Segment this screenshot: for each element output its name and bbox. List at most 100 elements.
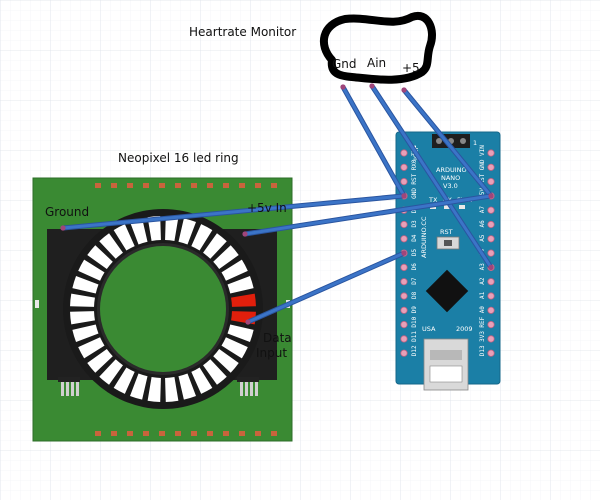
board-pads-bottom — [95, 431, 277, 436]
edge-pad — [207, 431, 213, 436]
nano-pin-right[interactable] — [487, 235, 495, 243]
nano-pin-left[interactable] — [400, 320, 408, 329]
edge-pad — [271, 183, 277, 188]
board-pads-top — [95, 183, 277, 188]
nano-pin-left[interactable] — [400, 235, 408, 243]
edge-pad — [223, 431, 229, 436]
usb-connector[interactable] — [423, 338, 469, 391]
nano-pin-label-right: A2 — [479, 277, 486, 285]
edge-pad — [191, 183, 197, 188]
nano-pin-right[interactable] — [487, 206, 495, 214]
nano-pin-left[interactable] — [400, 163, 408, 171]
nano-pin-right[interactable] — [487, 349, 495, 357]
nano-pin-right[interactable] — [487, 149, 495, 157]
nano-pin-right[interactable] — [487, 278, 495, 286]
tx-label: TX — [428, 196, 438, 204]
nano-pin-left[interactable] — [400, 220, 408, 229]
data-label-line2: Input — [256, 346, 287, 360]
nano-pins-right — [487, 149, 495, 357]
connector-base — [58, 377, 80, 382]
nano-pin-right[interactable] — [487, 220, 495, 229]
wire-end — [60, 225, 66, 231]
edge-pad — [175, 431, 181, 436]
connector-base — [237, 377, 259, 382]
neopixel-board — [32, 177, 293, 442]
led-segment — [191, 224, 213, 251]
icsp-pin — [460, 138, 466, 144]
pin1-marker: 1 — [473, 139, 477, 147]
nano-pin-label-right: 3V3 — [479, 331, 486, 342]
led-segment — [99, 233, 123, 259]
connector-leg — [240, 380, 243, 396]
nano-pin-right[interactable] — [487, 292, 495, 300]
arduino-name-3: V3.0 — [443, 182, 458, 190]
wire-end — [245, 319, 251, 325]
ring-center — [100, 246, 226, 372]
led-segment — [147, 216, 161, 241]
edge-pad — [159, 183, 165, 188]
nano-pin-left[interactable] — [400, 292, 408, 300]
nano-pin-label-left: D3 — [411, 220, 418, 228]
nano-pin-left[interactable] — [400, 349, 408, 357]
connector-leg — [245, 380, 248, 396]
nano-pin-label-left: D10 — [411, 316, 418, 327]
edge-pad — [95, 431, 101, 436]
connector-leg — [71, 380, 74, 396]
pwr-led — [459, 205, 465, 209]
connector-legs-right — [237, 377, 259, 396]
nano-pin-right[interactable] — [487, 320, 495, 329]
wire-ain-hr[interactable] — [369, 83, 494, 270]
connector-leg — [76, 380, 79, 396]
nano-pin-left[interactable] — [400, 263, 408, 271]
connector-leg — [255, 380, 258, 396]
led-segment-red — [231, 293, 256, 307]
nano-pin-label-right: VIN — [479, 145, 486, 156]
nano-pin-right[interactable] — [487, 306, 495, 314]
reset-button-cap — [444, 240, 452, 246]
led-segment — [213, 349, 239, 373]
led-segment — [130, 373, 148, 400]
wire-end — [488, 193, 494, 199]
nano-pin-left[interactable] — [400, 278, 408, 286]
nano-pin-label-right: A3 — [479, 263, 486, 271]
edge-pad — [159, 431, 165, 436]
wire-end — [401, 87, 407, 93]
edge-pad — [143, 183, 149, 188]
edge-pad — [111, 431, 117, 436]
nano-pin-right[interactable] — [487, 178, 495, 186]
edge-pad — [111, 183, 117, 188]
nano-pin-left[interactable] — [400, 178, 408, 186]
side-tab-left — [35, 300, 39, 308]
hr-gnd-label: Gnd — [332, 57, 357, 71]
nano-pin-left[interactable] — [400, 335, 408, 343]
nano-pin-label-left: D11 — [411, 331, 418, 342]
nano-pin-right[interactable] — [487, 163, 495, 171]
nano-pin-label-left: D4 — [411, 234, 418, 242]
nano-pin-right[interactable] — [487, 249, 495, 257]
nano-pin-label-left: D7 — [411, 277, 418, 285]
edge-pad — [127, 431, 133, 436]
led-segment — [203, 233, 227, 259]
nano-pin-left[interactable] — [400, 149, 408, 157]
connector-legs-left — [58, 377, 80, 396]
edge-pad — [143, 431, 149, 436]
wire-plus5v-ring[interactable] — [242, 193, 494, 237]
edge-pad — [239, 431, 245, 436]
nano-pin-label-right: A7 — [479, 206, 486, 214]
nano-pin-right[interactable] — [487, 335, 495, 343]
nano-pin-label-left: D6 — [411, 263, 418, 271]
edge-pad — [175, 183, 181, 188]
plus5v-in-label: +5v In — [247, 201, 287, 215]
wire-data-ring[interactable] — [245, 250, 407, 325]
rx-led — [444, 205, 450, 209]
usb-port — [429, 365, 463, 383]
nano-pin-label-right: A6 — [479, 220, 486, 228]
edge-pad — [207, 183, 213, 188]
nano-pin-label-left: RX0 — [411, 159, 418, 170]
led-segment — [178, 218, 196, 245]
led-segment — [191, 367, 213, 394]
usb-inner — [430, 350, 462, 360]
nano-pin-left[interactable] — [400, 306, 408, 314]
edge-pad — [255, 183, 261, 188]
wire-ground-ring[interactable] — [60, 193, 407, 231]
